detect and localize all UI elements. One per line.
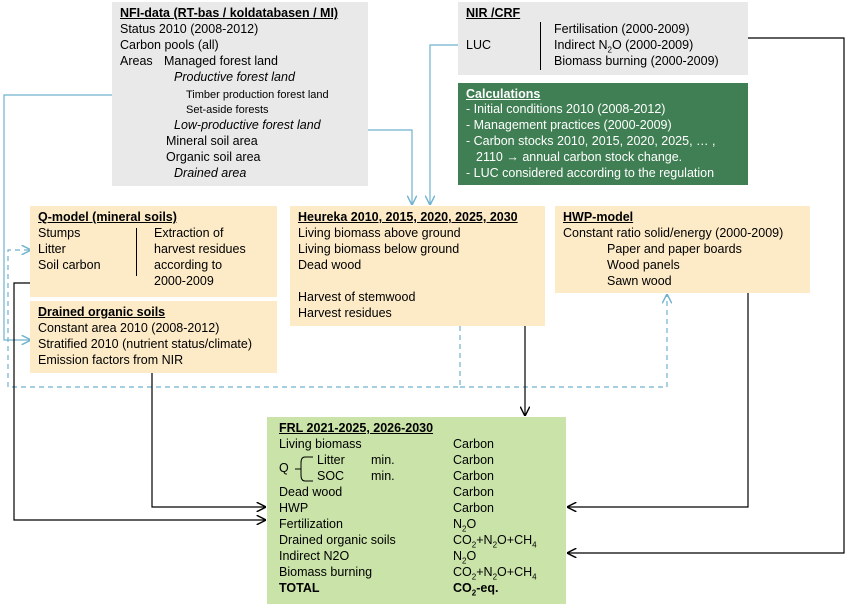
frl-q-label: Q (279, 461, 289, 475)
calc-line4: 2110 → annual carbon stock change. (476, 150, 683, 164)
arrow-nfi-to-heureka (368, 129, 412, 204)
nfi-status: Status 2010 (2008-2012) (120, 22, 259, 36)
frl-row-min: min. (371, 453, 395, 467)
frl-row-label: Drained organic soils (279, 533, 396, 547)
nfi-areas-label: Areas (120, 54, 153, 68)
frl-q-bracket (295, 456, 313, 482)
arrow-nir-to-frl (568, 37, 845, 553)
arrow-qmodel-to-frl (13, 282, 265, 520)
frl-row-value: Carbon (453, 501, 494, 515)
calc-line5: - LUC considered according to the regula… (466, 166, 715, 180)
frl-row-label: Fertilization (279, 517, 343, 531)
nir-luc: LUC (466, 38, 492, 52)
arrow-nir-to-heureka (430, 44, 458, 204)
frl-box: FRL 2021-2025, 2026-2030 Living biomass … (267, 417, 566, 604)
calculations-box: Calculations - Initial conditions 2010 (… (458, 83, 748, 185)
qmodel-soil-carbon: Soil carbon (38, 258, 101, 272)
hwp-line2: Paper and paper boards (607, 242, 742, 256)
frl-row-label: Indirect N2O (279, 549, 350, 563)
calc-line2: - Management practices (2000-2009) (466, 118, 672, 132)
nfi-organic: Organic soil area (166, 150, 261, 164)
frl-row-value: CO2+N2O+CH4 (453, 565, 537, 582)
frl-row-value: Carbon (453, 469, 494, 483)
drained-organic-soils-box: Drained organic soils Constant area 2010… (30, 301, 277, 373)
hwp-line3: Wood panels (607, 258, 680, 272)
q-model-box: Q-model (mineral soils) Stumps Litter So… (30, 206, 277, 297)
frl-row-value: Carbon (453, 437, 494, 451)
hwp-model-box: HWP-model Constant ratio solid/energy (2… (555, 206, 810, 293)
heureka-line3: Dead wood (298, 258, 362, 272)
qmodel-title: Q-model (mineral soils) (38, 210, 177, 224)
nir-crf-box: NIR /CRF LUC Fertilisation (2000-2009) I… (458, 2, 748, 75)
nfi-drained: Drained area (174, 166, 247, 180)
nir-title: NIR /CRF (466, 6, 521, 20)
nir-divider (540, 22, 541, 70)
drained-line2: Stratified 2010 (nutrient status/climate… (38, 337, 252, 351)
frl-row-label: TOTAL (279, 581, 320, 595)
frl-row-label: Litter (317, 453, 345, 467)
frl-row-value: CO2+N2O+CH4 (453, 533, 537, 550)
frl-row-value: Carbon (453, 485, 494, 499)
nfi-managed-forest: Managed forest land (164, 54, 278, 68)
nfi-low-productive: Low-productive forest land (174, 118, 321, 132)
frl-row-label: HWP (279, 501, 309, 515)
drained-line1: Constant area 2010 (2008-2012) (38, 321, 220, 335)
nfi-set-aside: Set-aside forests (186, 104, 269, 116)
hwp-line1: Constant ratio solid/energy (2000-2009) (563, 226, 784, 240)
qmodel-divider (136, 228, 137, 276)
qmodel-stumps: Stumps (38, 226, 81, 240)
nfi-data-box: NFI-data (RT-bas / koldatabasen / MI) St… (112, 2, 368, 186)
arrow-dashed-to-qmodel (7, 250, 461, 388)
heureka-box: Heureka 2010, 2015, 2020, 2025, 2030 Liv… (290, 206, 545, 326)
hwp-title: HWP-model (563, 210, 634, 224)
heureka-line4: Harvest of stemwood (298, 290, 416, 304)
nir-biomass: Biomass burning (2000-2009) (554, 54, 719, 68)
hwp-line4: Sawn wood (607, 274, 672, 288)
frl-row-min: min. (371, 469, 395, 483)
frl-row-value: Carbon (453, 453, 494, 467)
drained-title: Drained organic soils (38, 305, 166, 319)
nir-indirect: Indirect N2O (2000-2009) (554, 38, 694, 55)
arrow-drained-to-frl (151, 373, 265, 507)
nfi-timber: Timber production forest land (186, 89, 329, 101)
frl-row-label: SOC (317, 469, 345, 483)
qmodel-litter: Litter (38, 242, 66, 256)
nfi-mineral: Mineral soil area (166, 134, 258, 148)
nfi-title: NFI-data (RT-bas / koldatabasen / MI) (120, 6, 339, 20)
heureka-line2: Living biomass below ground (298, 242, 460, 256)
arrow-hwp-to-frl (568, 293, 749, 507)
arrow-nfi-to-qmodel (3, 94, 112, 340)
calc-line1: - Initial conditions 2010 (2008-2012) (466, 102, 666, 116)
qmodel-extraction2: harvest residues (154, 242, 246, 256)
nfi-carbon-pools: Carbon pools (all) (120, 38, 219, 52)
nfi-productive: Productive forest land (174, 70, 295, 84)
frl-row-label: Biomass burning (279, 565, 373, 579)
frl-title: FRL 2021-2025, 2026-2030 (279, 421, 434, 435)
qmodel-extraction1: Extraction of (154, 226, 224, 240)
frl-row-value: N2O (453, 517, 477, 534)
nir-fertilisation: Fertilisation (2000-2009) (554, 22, 690, 36)
heureka-line5: Harvest residues (298, 306, 392, 320)
frl-row-value: CO2-eq. (453, 581, 499, 598)
calc-title: Calculations (466, 87, 541, 101)
qmodel-extraction3: according to (154, 258, 223, 272)
frl-row-label: Living biomass (279, 437, 362, 451)
heureka-title: Heureka 2010, 2015, 2020, 2025, 2030 (298, 210, 518, 224)
drained-line3: Emission factors from NIR (38, 353, 184, 367)
calc-line3: - Carbon stocks 2010, 2015, 2020, 2025, … (466, 134, 716, 148)
frl-row-value: N2O (453, 549, 477, 566)
qmodel-extraction4: 2000-2009 (154, 274, 214, 288)
heureka-line1: Living biomass above ground (298, 226, 461, 240)
frl-row-label: Dead wood (279, 485, 343, 499)
arrow-dashed-to-hwp (460, 295, 667, 388)
